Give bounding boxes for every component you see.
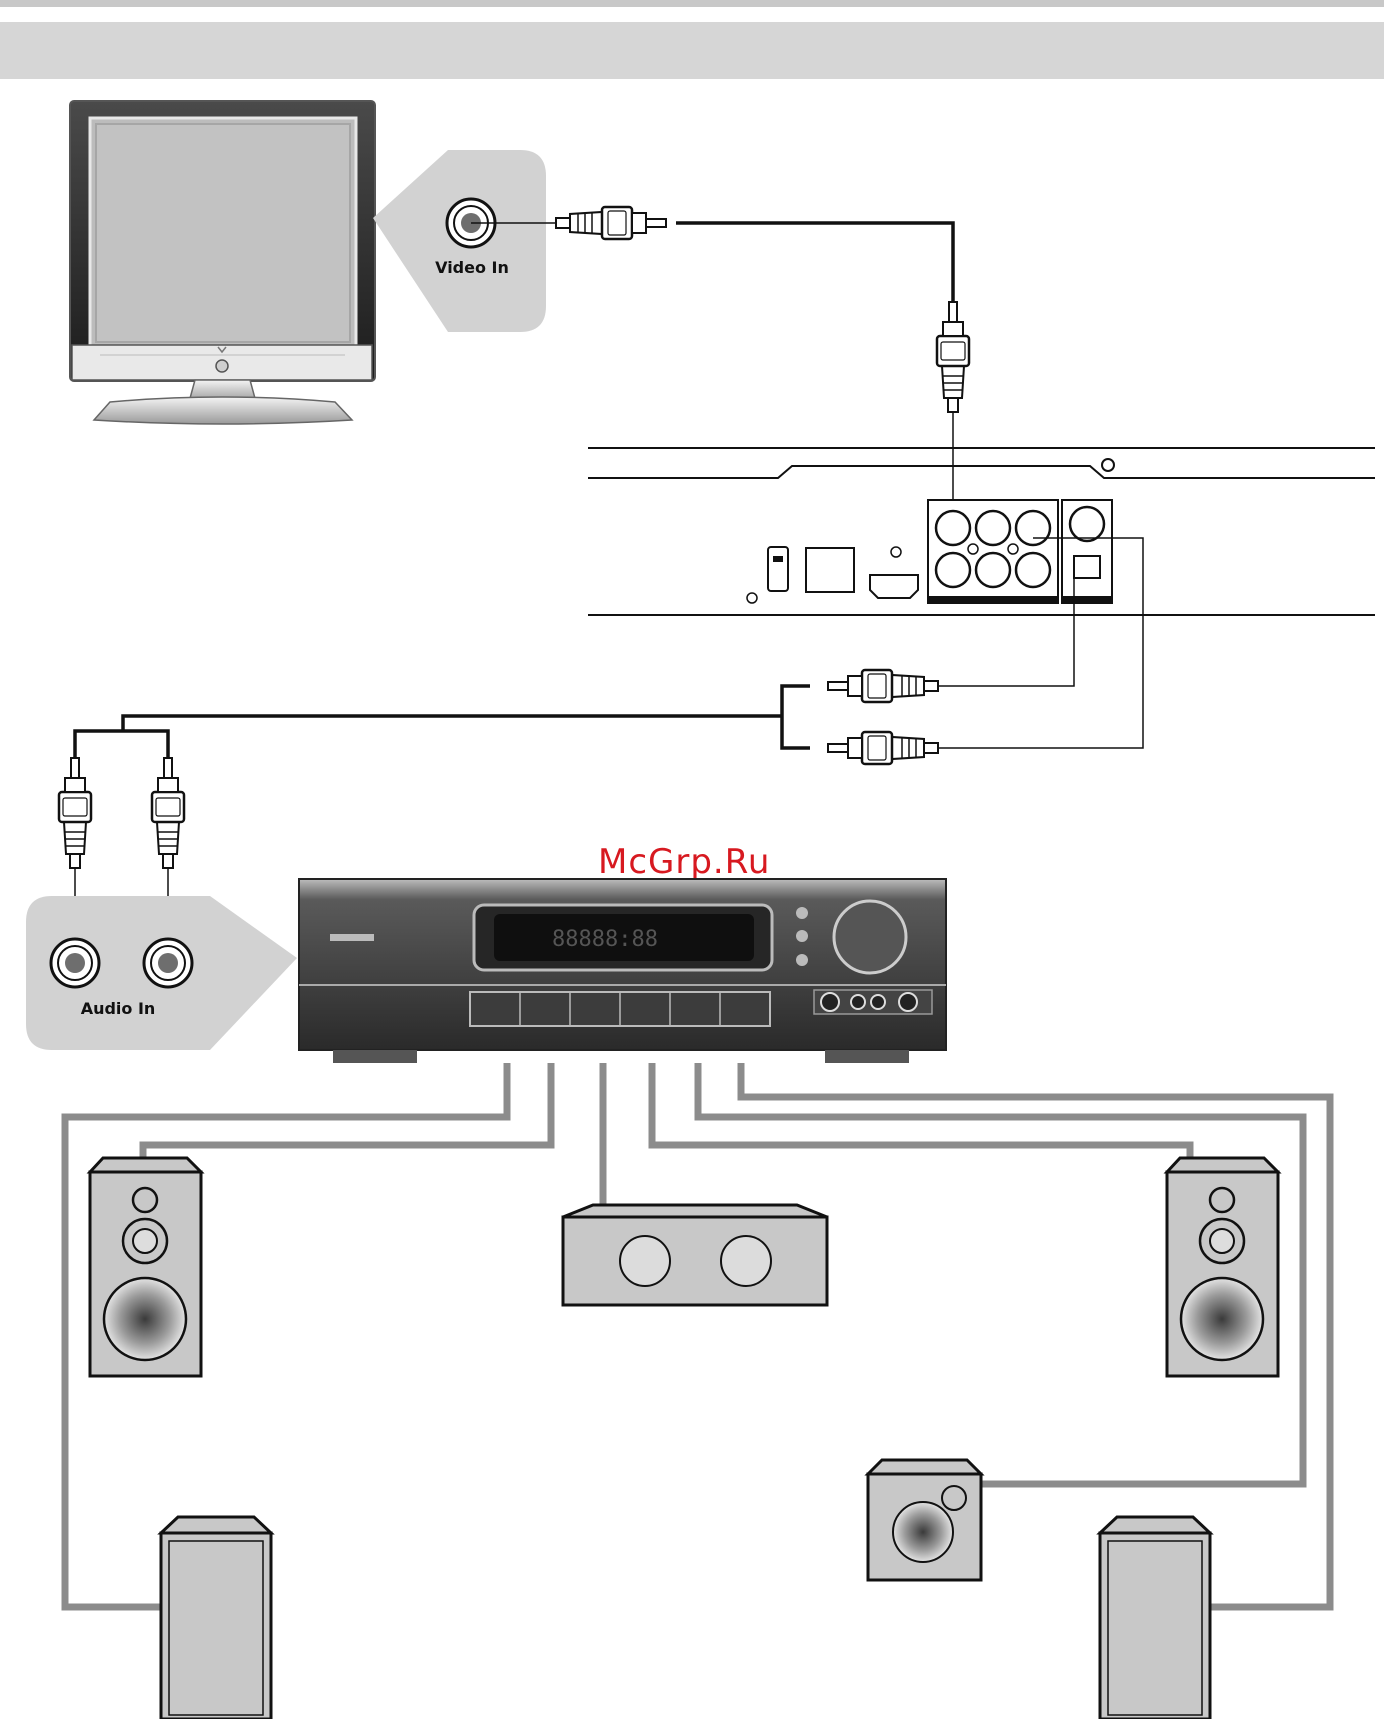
receiver-button-icon [796,907,808,919]
audio-in-label: Audio In [81,999,156,1018]
dvd-player-rear-panel [588,448,1375,615]
center-speaker [563,1205,827,1305]
av-receiver: 88888:88 [299,879,946,1063]
header-top-rule [0,0,1384,7]
usb-port-icon [768,547,788,591]
watermark: McGrp.Ru [598,842,770,882]
tv-power-icon [216,360,228,372]
audio-in-left-jack-icon [51,939,99,987]
subwoofer [868,1460,981,1580]
receiver-button-icon [796,954,808,966]
front-right-speaker [1167,1158,1278,1376]
tv [70,101,375,424]
header-band [0,22,1384,79]
volume-knob-icon [834,901,906,973]
hdmi-port-icon [870,575,918,598]
receiver-button-icon [796,930,808,942]
audio-in-right-jack-icon [144,939,192,987]
front-left-speaker [90,1158,201,1376]
surround-right-speaker [1100,1517,1210,1719]
video-in-label: Video In [435,258,509,277]
surround-left-speaker [161,1517,271,1719]
svg-text:88888:88: 88888:88 [552,927,658,952]
optical-port-icon [806,548,854,592]
